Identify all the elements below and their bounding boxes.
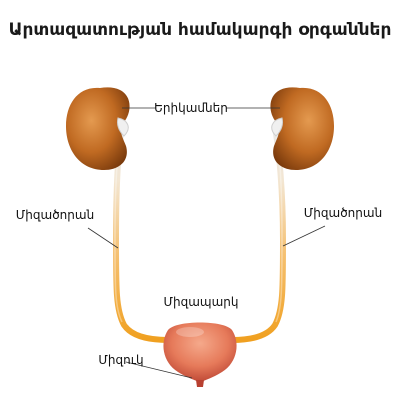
diagram-title: Արտազատության համակարգի օրգաններ (9, 20, 392, 40)
leader-urethra (125, 361, 193, 379)
left-kidney (66, 87, 130, 170)
bladder (163, 322, 237, 382)
label-bladder: Միզապարկ (164, 295, 239, 309)
ureter-right-tube (229, 125, 287, 343)
label-urethra: Միզուկ (98, 353, 143, 367)
ureter-left-tube (112, 125, 171, 343)
leader-ureter-right (282, 225, 326, 247)
label-ureter-right: Միզածորան (304, 206, 382, 220)
label-ureter-left: Միզածորան (16, 208, 94, 222)
right-kidney (270, 87, 334, 170)
label-kidneys: Երիկամներ (154, 101, 228, 115)
urethra (196, 380, 204, 387)
leader-lines (87, 107, 326, 379)
leader-ureter-left (87, 227, 119, 249)
